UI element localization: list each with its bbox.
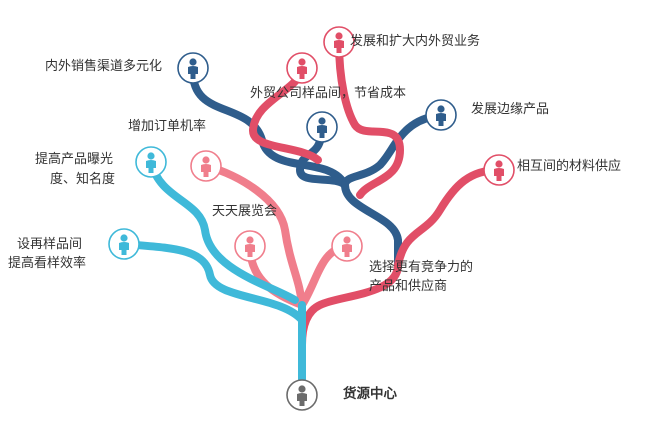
label-edge-products: 发展边缘产品 — [471, 102, 550, 117]
icon-sample-efficiency-person-icon — [108, 228, 140, 260]
branch-daily-fair — [202, 162, 306, 309]
branch-exposure — [147, 158, 299, 304]
icon-competitive-left-person-icon — [234, 230, 266, 262]
branch-sample-room — [249, 64, 322, 164]
branch-sample-efficiency — [120, 240, 306, 324]
icon-material-supply-person-icon — [483, 154, 515, 186]
label-competitive-2: 产品和供应商 — [369, 279, 448, 294]
branch-material-supply — [394, 166, 503, 269]
icon-exposure-person-icon — [135, 146, 167, 178]
icon-sales-channels-person-icon — [177, 52, 209, 84]
icon-edge-products-person-icon — [425, 99, 457, 131]
label-sample-room: 外贸公司样品间，节省成本 — [250, 86, 407, 101]
label-sample-efficiency: 设再样品间 — [17, 237, 83, 252]
branch-blue-trunk — [341, 181, 402, 269]
label-exposure: 提高产品曝光 — [35, 152, 114, 167]
label-sales-channels: 内外销售渠道多元化 — [45, 59, 163, 74]
label-expand-trade: 发展和扩大内外贸业务 — [350, 34, 481, 49]
label-exposure-2: 度、知名度 — [50, 172, 116, 187]
branch-expand-trade — [335, 38, 405, 199]
icon-sample-room-person-icon — [286, 52, 318, 84]
icon-daily-fair-person-icon — [190, 150, 222, 182]
icon-competitive-person-icon — [331, 230, 363, 262]
label-daily-fair: 天天展览会 — [212, 204, 278, 219]
person-icon-root — [286, 379, 318, 411]
branch-order-rate — [295, 123, 349, 189]
label-competitive: 选择更有竞争力的 — [369, 260, 474, 275]
root-label: 货源中心 — [343, 386, 397, 402]
label-material-supply: 相互间的材料供应 — [517, 159, 622, 174]
icon-expand-trade-person-icon — [323, 26, 355, 58]
icon-order-rate-person-icon — [306, 111, 338, 143]
label-sample-efficiency-2: 提高看样效率 — [8, 256, 87, 271]
branch-edge-products — [341, 111, 445, 189]
label-order-rate: 增加订单机率 — [128, 119, 207, 134]
